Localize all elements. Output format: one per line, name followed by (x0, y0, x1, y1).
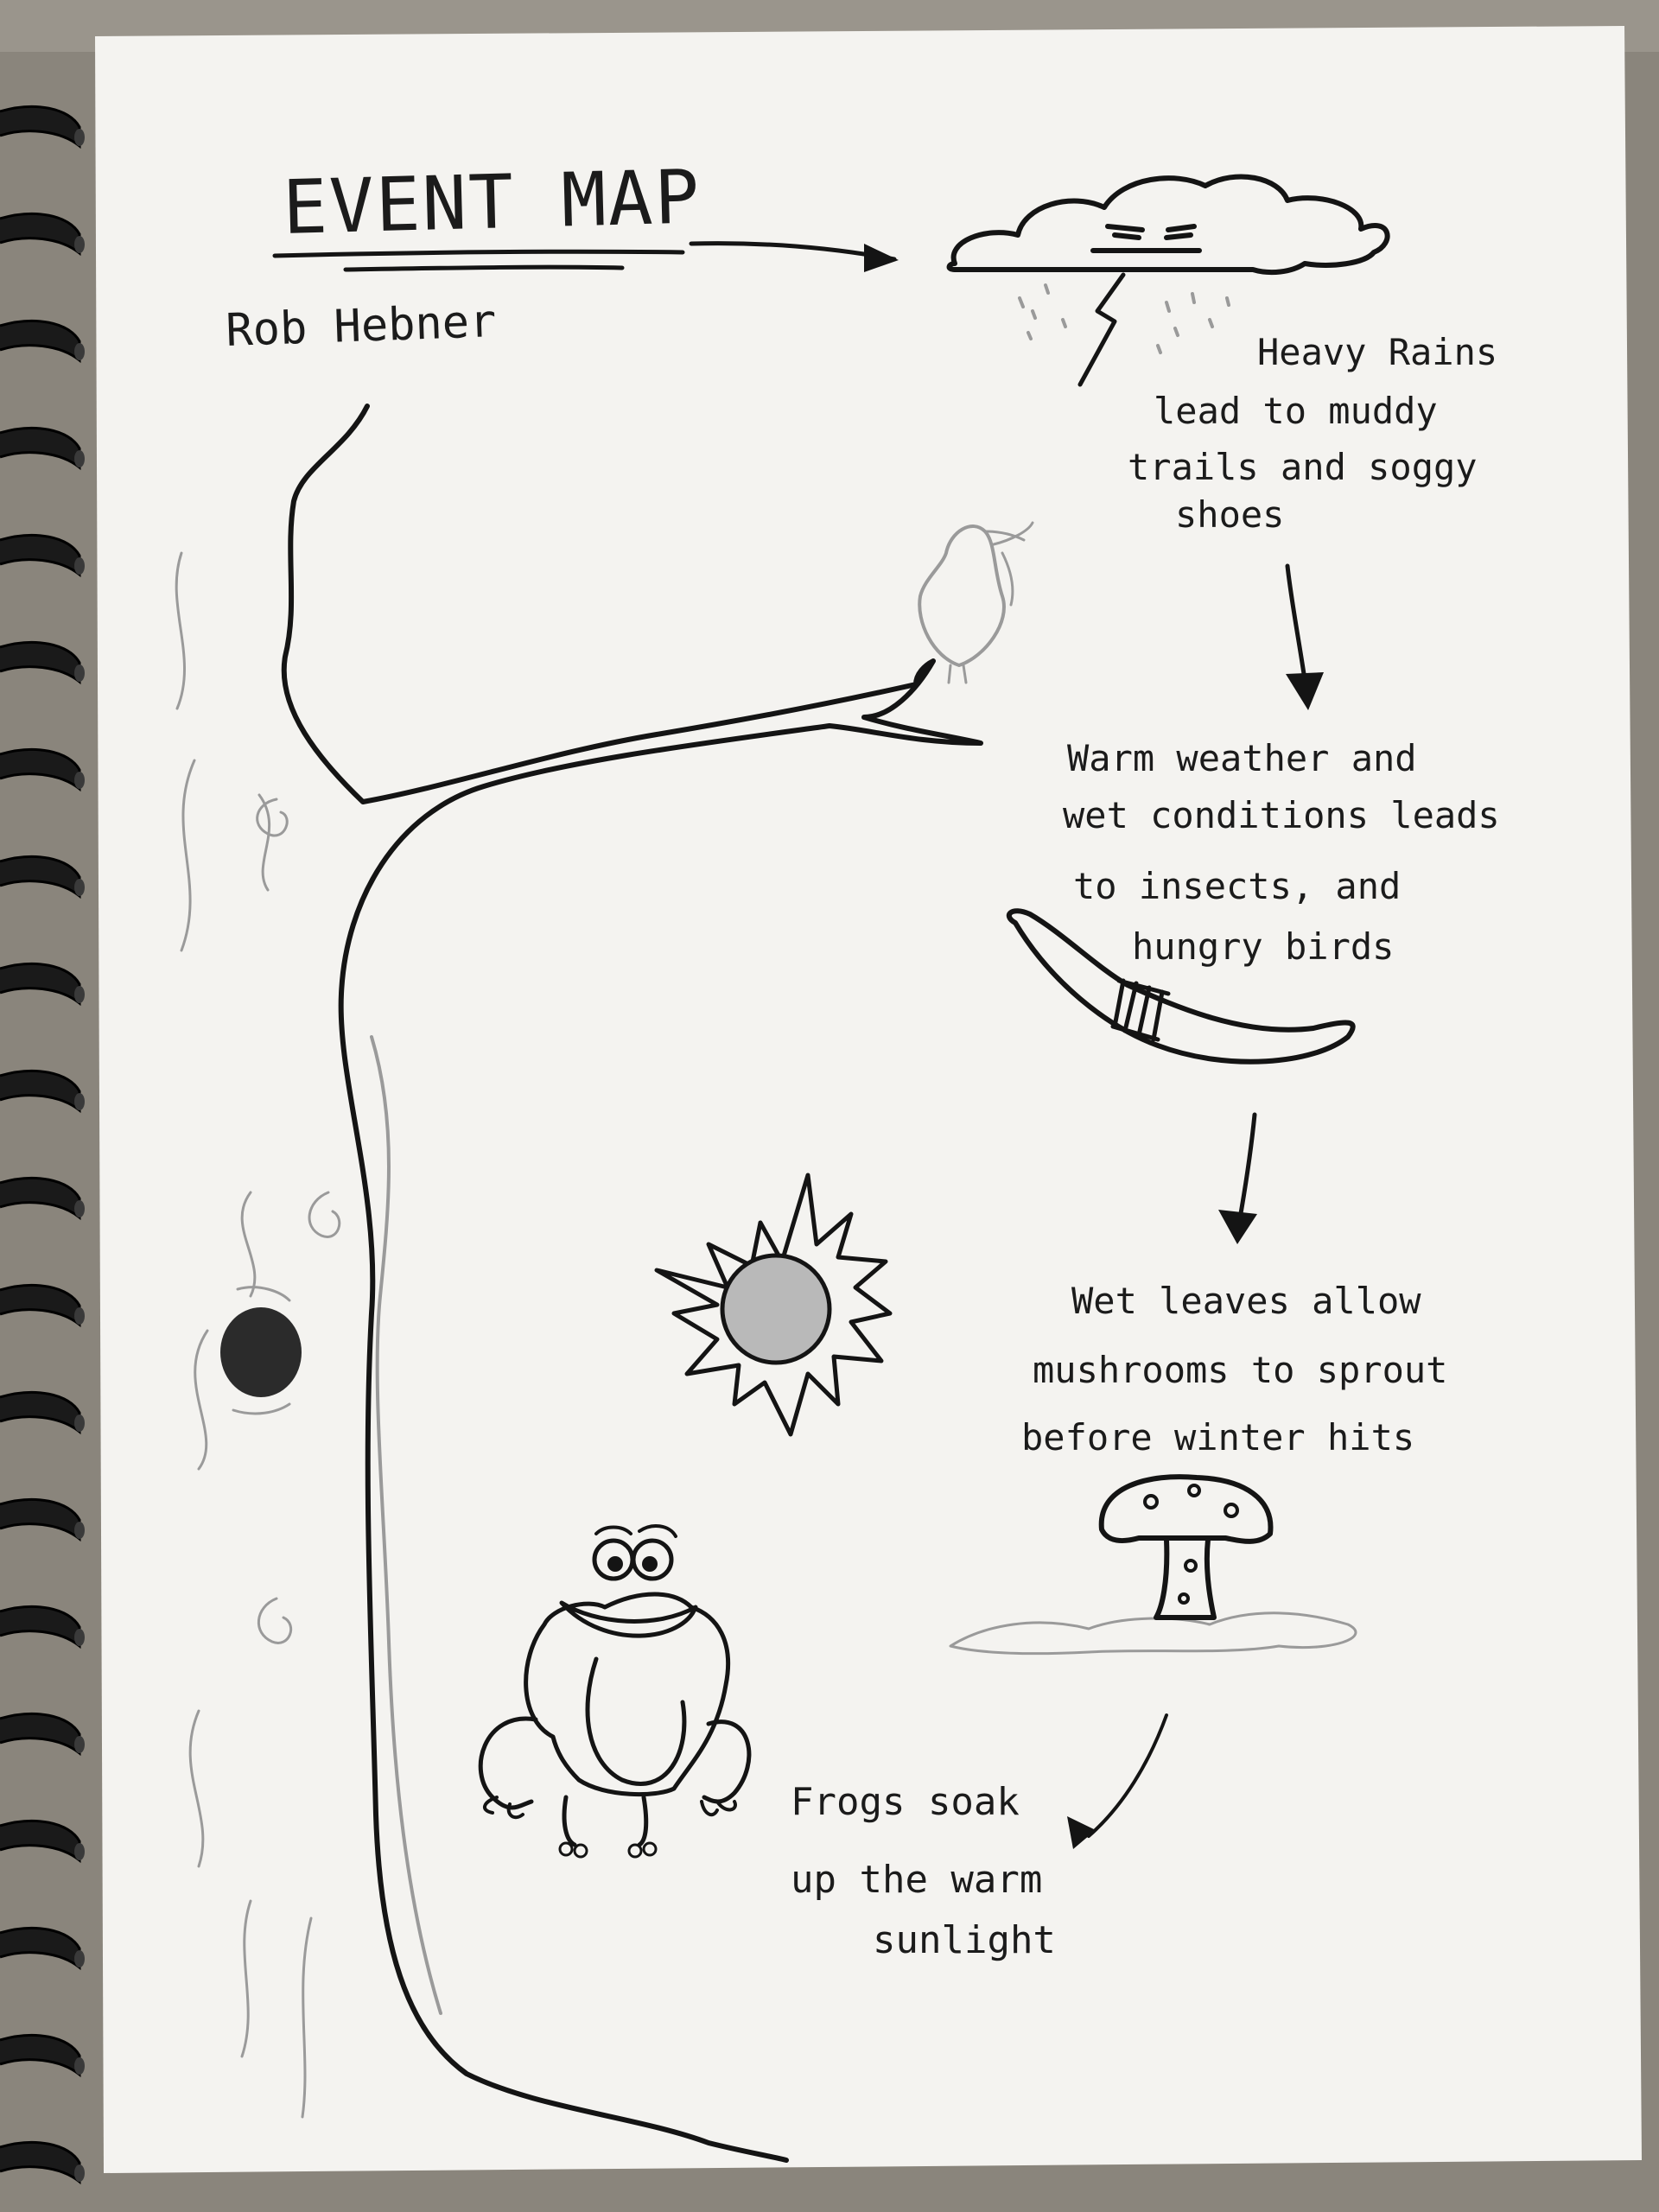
tree-knot (220, 1307, 302, 1397)
spiral-hole (74, 2164, 85, 2182)
spiral-hole (74, 1414, 85, 1432)
step-1-line-1: Heavy Rains (1257, 331, 1497, 373)
arrow-step-1-to-2 (1285, 563, 1324, 710)
spiral-hole (74, 236, 85, 253)
spiral-hole (74, 1736, 85, 1753)
step-3-caption: Wet leaves allow mushrooms to sprout bef… (1021, 1280, 1447, 1459)
step-1-caption: Heavy Rains lead to muddy trails and sog… (1128, 331, 1497, 536)
page-title: EVENT MAP (282, 154, 702, 251)
step-4-line-3: sunlight (873, 1918, 1056, 1962)
step-3-line-3: before winter hits (1021, 1416, 1414, 1459)
arrow-title-to-cloud (689, 241, 899, 272)
step-4-caption: Frogs soak up the warm sunlight (791, 1780, 1056, 1962)
spiral-hole (74, 129, 85, 146)
spiral-hole (74, 1522, 85, 1539)
step-2-line-3: to insects, and (1073, 865, 1401, 907)
author-name: Rob Hebner (225, 296, 497, 357)
spiral-hole (74, 664, 85, 682)
spiral-hole (74, 2057, 85, 2075)
spiral-hole (74, 1200, 85, 1217)
frog-icon (478, 1524, 752, 1859)
spiral-hole (74, 1307, 85, 1325)
sketchbook-page (95, 26, 1642, 2173)
step-1-line-4: shoes (1175, 493, 1284, 536)
step-4-line-1: Frogs soak (791, 1780, 1020, 1824)
spiral-binding (0, 105, 85, 2185)
spiral-hole (74, 450, 85, 467)
step-2-caption: Warm weather and wet conditions leads to… (1063, 737, 1500, 968)
step-3-line-1: Wet leaves allow (1071, 1280, 1421, 1322)
step-2-line-1: Warm weather and (1067, 737, 1417, 779)
spiral-hole (74, 772, 85, 789)
step-2-line-2: wet conditions leads (1063, 794, 1500, 836)
spiral-hole (74, 879, 85, 896)
step-1-line-2: lead to muddy (1154, 390, 1438, 432)
step-1-line-3: trails and soggy (1128, 446, 1478, 488)
spiral-hole (74, 343, 85, 360)
step-3-line-2: mushrooms to sprout (1033, 1349, 1447, 1391)
storm-cloud-icon (946, 174, 1390, 387)
spiral-hole (74, 557, 85, 575)
spiral-hole (74, 1629, 85, 1646)
spiral-hole (74, 1093, 85, 1110)
tree-icon (175, 404, 983, 2163)
spiral-hole (74, 1950, 85, 1967)
sun-icon (654, 1173, 893, 1437)
step-2-line-4: hungry birds (1132, 925, 1394, 968)
mushroom-icon (949, 1474, 1357, 1656)
title-underline (272, 249, 685, 272)
worm-icon (1006, 908, 1356, 1065)
spiral-hole (74, 1843, 85, 1860)
bird-icon (918, 521, 1034, 684)
arrow-step-3-to-4 (1067, 1713, 1168, 1849)
arrow-step-2-to-3 (1218, 1112, 1257, 1244)
step-4-line-2: up the warm (791, 1858, 1042, 1902)
spiral-hole (74, 986, 85, 1003)
